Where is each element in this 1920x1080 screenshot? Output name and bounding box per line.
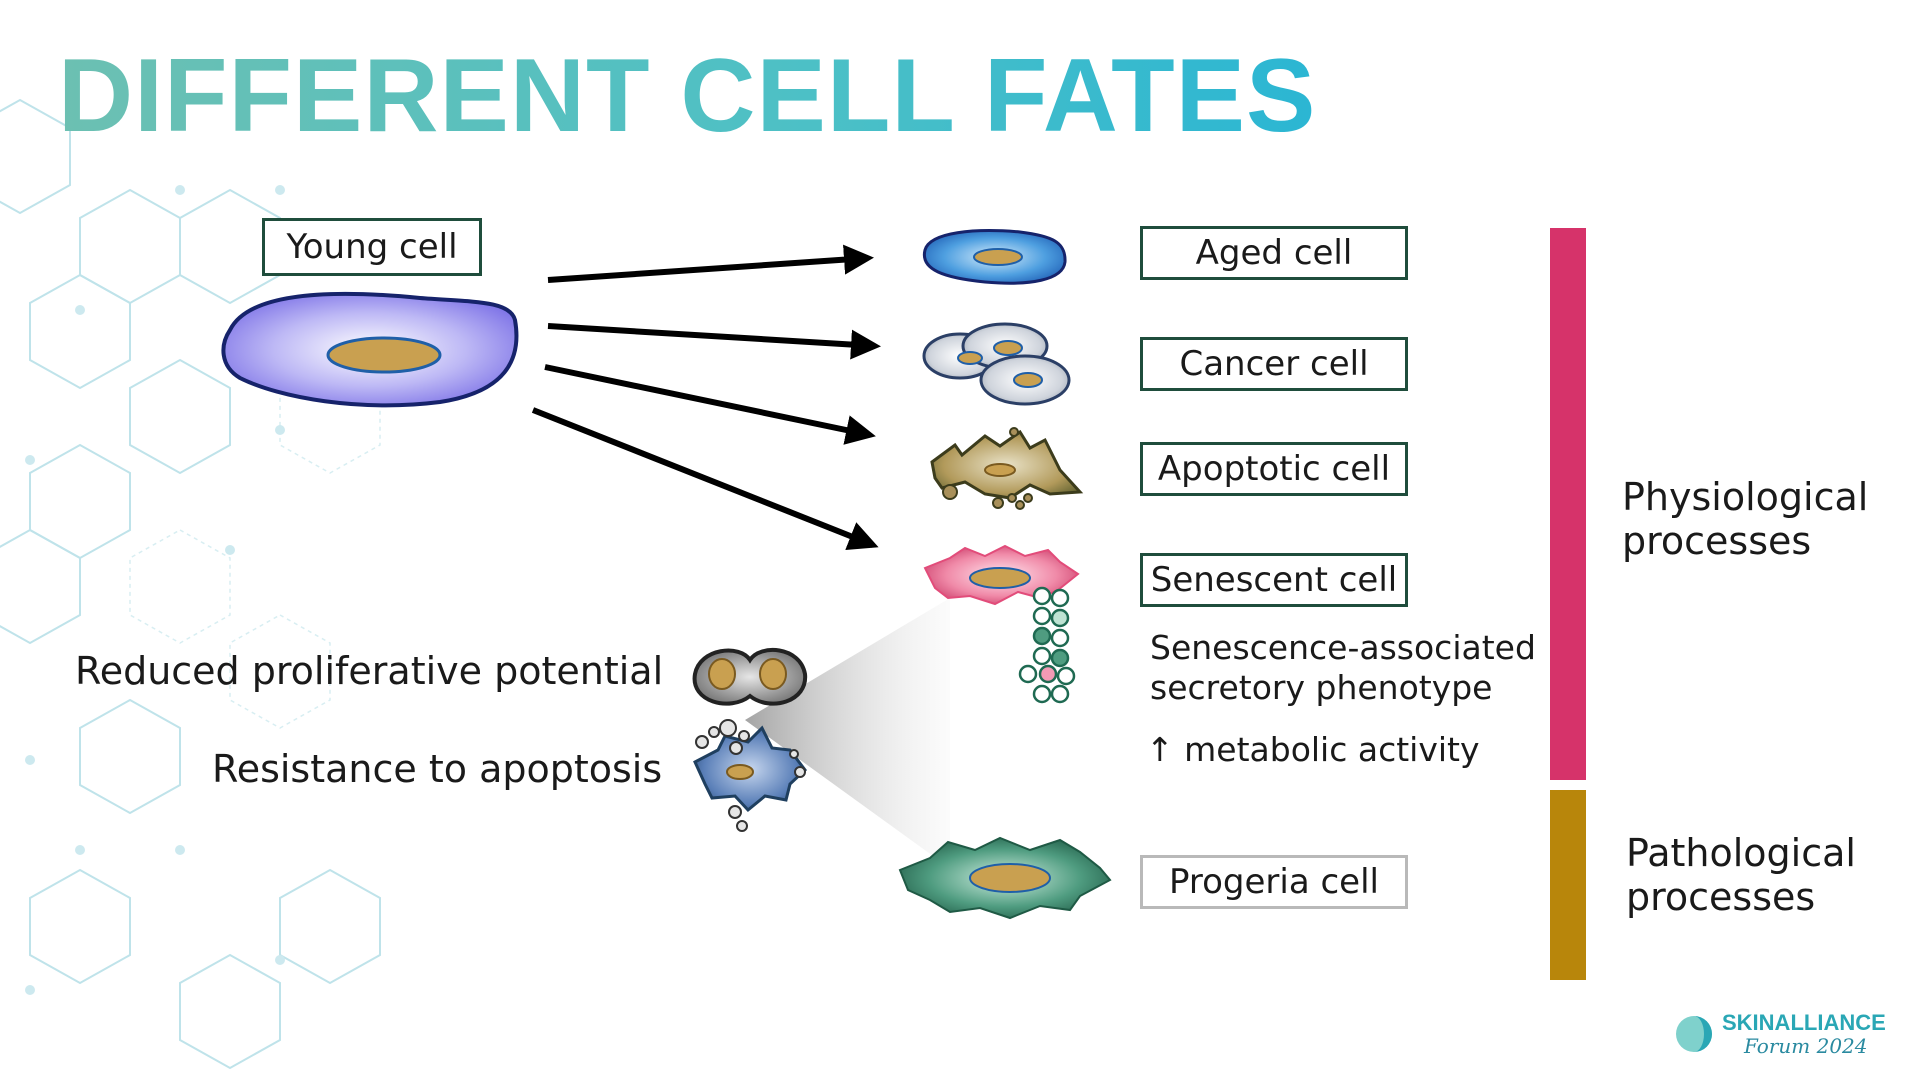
fate-arrows bbox=[531, 244, 881, 551]
slide-title: DIFFERENT CELL FATES bbox=[58, 38, 1317, 154]
aged-cell-icon bbox=[922, 229, 1067, 285]
apoptotic-cell-label: Apoptotic cell bbox=[1140, 442, 1408, 496]
senescence-traits-cone bbox=[745, 598, 980, 890]
pathological-line-2: processes bbox=[1626, 874, 1816, 919]
metabolic-activity-note: ↑ metabolic activity bbox=[1146, 730, 1480, 769]
physiological-processes-label: Physiological processes bbox=[1622, 475, 1869, 563]
skinalliance-logo: SKINALLIANCE Forum 2024 bbox=[1672, 1006, 1902, 1066]
logo-wordmark: SKINALLIANCE bbox=[1722, 1010, 1886, 1035]
physiological-bar bbox=[1550, 228, 1586, 780]
aged-cell-label: Aged cell bbox=[1140, 226, 1408, 280]
young-cell-icon bbox=[221, 291, 519, 408]
pathological-line-1: Pathological bbox=[1626, 831, 1856, 875]
physiological-line-2: processes bbox=[1622, 518, 1812, 563]
sasp-note: Senescence-associated secretory phenotyp… bbox=[1150, 628, 1536, 707]
young-cell-label: Young cell bbox=[262, 218, 482, 276]
cancer-cell-icon bbox=[922, 322, 1071, 406]
pathological-bar bbox=[1550, 790, 1586, 980]
apoptosis-resistant-cell-icon bbox=[693, 719, 808, 832]
senescent-cell-label: Senescent cell bbox=[1140, 553, 1408, 607]
cancer-cell-label: Cancer cell bbox=[1140, 337, 1408, 391]
progeria-cell-icon bbox=[898, 836, 1112, 920]
hexagon-background bbox=[0, 98, 381, 1070]
resistance-to-apoptosis-label: Resistance to apoptosis bbox=[212, 747, 663, 791]
progeria-cell-label: Progeria cell bbox=[1140, 855, 1408, 909]
sasp-line-2: secretory phenotype bbox=[1150, 667, 1493, 707]
apoptotic-cell-icon bbox=[930, 427, 1084, 510]
sasp-line-1: Senescence-associated bbox=[1150, 628, 1536, 667]
senescent-cell-icon bbox=[923, 544, 1080, 704]
logo-subtitle: Forum 2024 bbox=[1744, 1034, 1868, 1058]
pathological-processes-label: Pathological processes bbox=[1626, 831, 1856, 919]
reduced-proliferative-potential-label: Reduced proliferative potential bbox=[75, 649, 664, 693]
skinalliance-logo-mark-icon bbox=[1676, 1016, 1712, 1052]
dividing-cell-icon bbox=[692, 647, 808, 706]
physiological-line-1: Physiological bbox=[1622, 475, 1869, 519]
